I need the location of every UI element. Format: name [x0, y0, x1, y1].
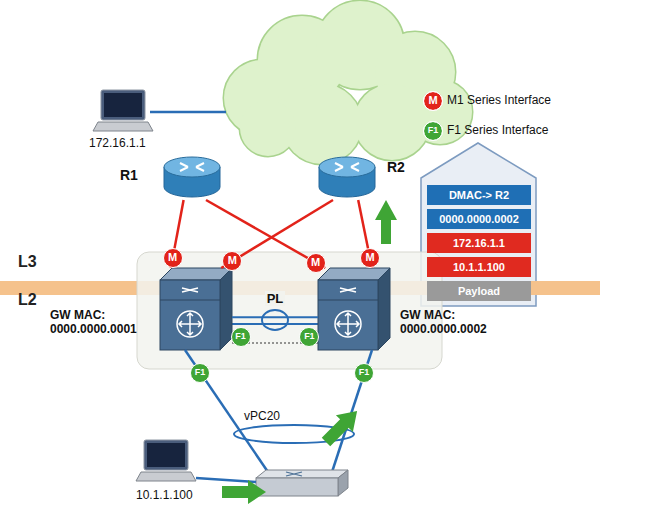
router: R2 — [319, 155, 375, 200]
legend-text: F1 Series Interface — [447, 123, 548, 137]
access-link — [150, 111, 226, 114]
interface-badge: M — [163, 248, 183, 268]
node-label: GW MAC: 0000.0000.0001 — [50, 308, 150, 337]
router-icon — [319, 157, 375, 197]
vpc-label: vPC20 — [244, 409, 280, 423]
packet-field: 172.16.1.1 — [427, 233, 531, 253]
flow-arrow — [222, 480, 266, 504]
node-label: GW MAC: 0000.0000.0002 — [400, 308, 500, 337]
packet-field: 10.1.1.100 — [427, 257, 531, 277]
port-channel-ring — [262, 310, 288, 330]
laptop-icon — [136, 440, 196, 481]
peer-link — [232, 323, 318, 325]
access-link — [196, 478, 256, 482]
field-value: 10.1.1.100 — [427, 257, 531, 277]
laptop-icon — [93, 90, 153, 131]
router: R1 — [164, 155, 220, 200]
legend-text: M1 Series Interface — [447, 93, 551, 107]
cloud — [224, 1, 472, 164]
field-value: DMAC-> R2 — [427, 185, 531, 205]
field-value: Payload — [427, 281, 531, 301]
node-label: 10.1.1.100 — [136, 488, 216, 502]
layer-label: L2 — [18, 291, 37, 309]
packet-field: Payload — [427, 281, 531, 301]
nexus-switch-icon — [318, 268, 390, 350]
interface-badge: M — [423, 91, 443, 111]
nexus-switch: GW MAC: 0000.0000.0001 — [160, 268, 232, 350]
interface-badge: M — [306, 253, 326, 273]
packet-field: 0000.0000.0002 — [427, 209, 531, 229]
layer-label: L3 — [18, 253, 37, 271]
vpc-domain-panel — [137, 252, 442, 369]
interface-badge: F1 — [423, 121, 443, 141]
host-laptop: 10.1.1.100 — [138, 440, 196, 482]
host-laptop: 172.16.1.1 — [95, 90, 151, 132]
link-label: PL — [265, 291, 286, 306]
nexus-switch: GW MAC: 0000.0000.0002 — [318, 268, 390, 350]
node-label: R1 — [120, 167, 150, 184]
packet-outline — [421, 143, 536, 306]
interface-badge: F1 — [231, 327, 251, 347]
node-label: R2 — [387, 159, 417, 176]
node-label: 172.16.1.1 — [89, 136, 169, 150]
interface-badge: F1 — [354, 363, 374, 383]
peer-link — [232, 316, 318, 318]
nexus-switch-icon — [160, 268, 232, 350]
router-icon — [164, 157, 220, 197]
interface-badge: F1 — [190, 363, 210, 383]
flow-arrow — [375, 200, 397, 244]
field-value: 172.16.1.1 — [427, 233, 531, 253]
packet-field: DMAC-> R2 — [427, 185, 531, 205]
flow-arrow — [318, 402, 366, 450]
field-value: 0000.0000.0002 — [427, 209, 531, 229]
access-switch-icon — [256, 470, 348, 496]
